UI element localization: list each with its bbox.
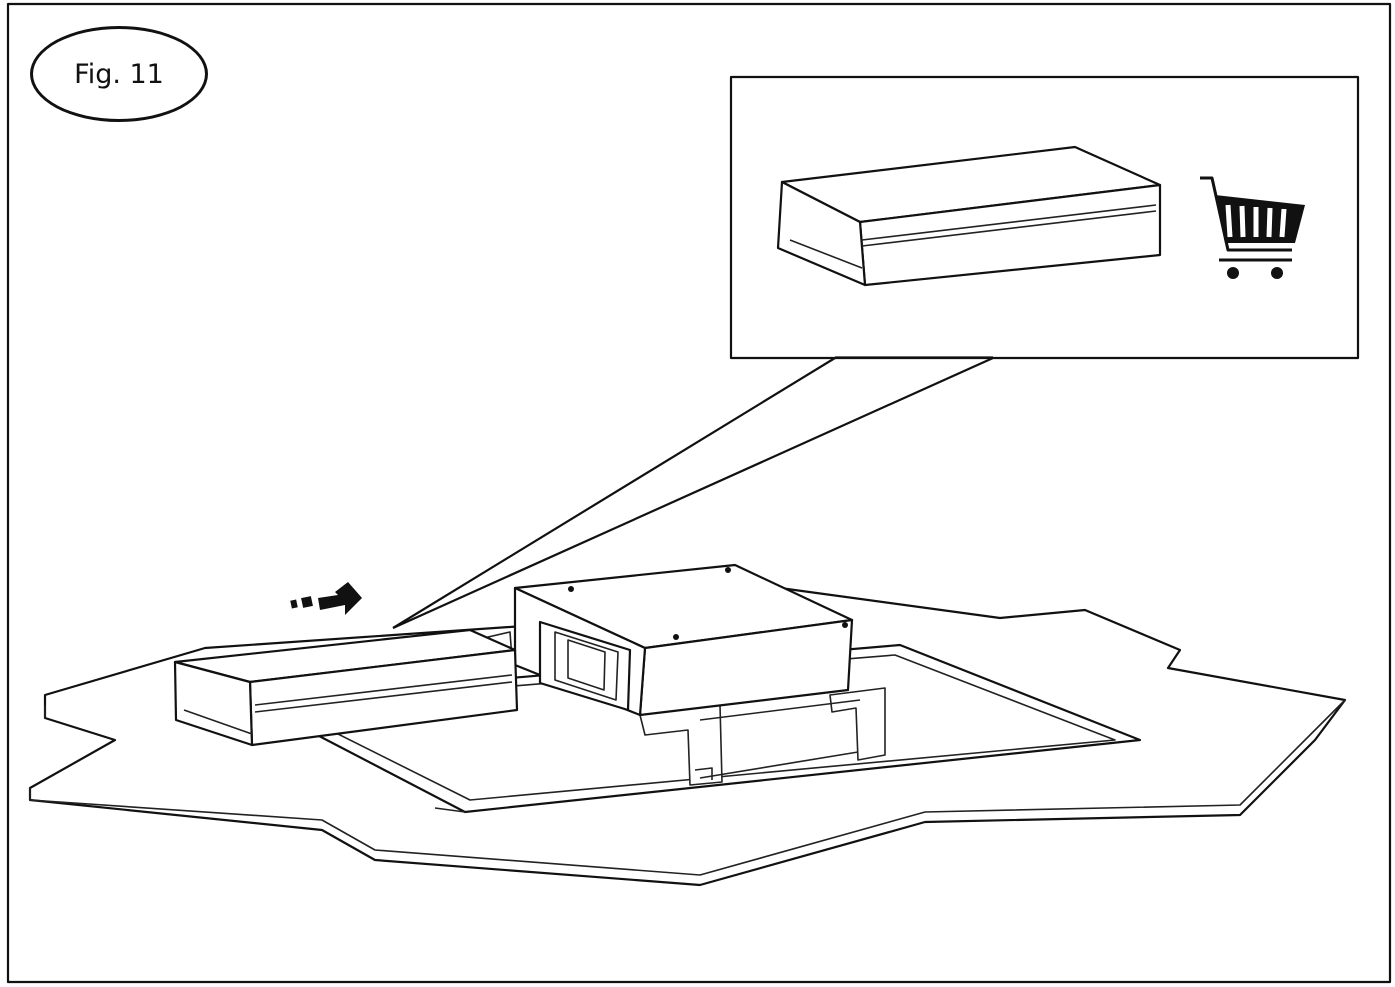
callout-duct: [776, 145, 1162, 287]
ventilation-unit: [513, 563, 854, 717]
rectangular-duct: [173, 628, 519, 747]
figure-border: [6, 2, 1392, 984]
shopping-cart-icon: [1200, 176, 1305, 279]
figure-label: Fig. 11: [30, 26, 208, 122]
dashed-arrow-icon: [290, 582, 362, 615]
detail-callout-box: [729, 75, 1360, 360]
callout-pointer: [392, 356, 994, 630]
